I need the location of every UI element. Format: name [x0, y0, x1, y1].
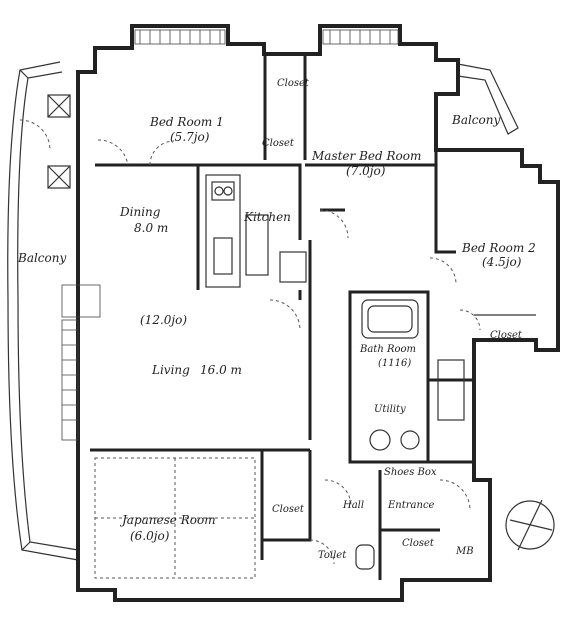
dining-label: Dining — [119, 205, 161, 219]
bedroom2-size: (4.5jo) — [482, 255, 522, 269]
bedroom1-size: (5.7jo) — [170, 130, 210, 144]
closet-label-1: Closet — [277, 78, 310, 89]
shoes-box-label: Shoes Box — [384, 467, 437, 478]
master-bedroom-size: (7.0jo) — [346, 164, 386, 178]
bedroom2-label: Bed Room 2 — [461, 241, 536, 255]
tatami-grid — [94, 457, 256, 579]
japanese-room-label: Japanese Room — [119, 513, 216, 527]
meter-box-label: MB — [455, 546, 474, 557]
closet-label-5: Closet — [402, 538, 435, 549]
dining-size: 8.0 m — [134, 221, 168, 235]
living-label: Living — [151, 363, 190, 377]
toilet-label: Toilet — [318, 550, 347, 561]
bedroom1-label: Bed Room 1 — [149, 115, 224, 129]
balcony-top-right — [457, 63, 519, 135]
closet-label-3: Closet — [490, 330, 523, 341]
balcony-left-label: Balcony — [17, 251, 66, 265]
bath-room-size: (1116) — [378, 358, 411, 369]
door-swings — [19, 119, 481, 565]
windows — [61, 29, 399, 441]
balcony-left — [7, 61, 79, 561]
closet-label-4: Closet — [272, 504, 305, 515]
ac-units — [47, 94, 71, 189]
master-bedroom-label: Master Bed Room — [311, 149, 421, 163]
kitchen-counter — [205, 174, 307, 288]
utility-label: Utility — [374, 404, 406, 415]
balcony-top-right-label: Balcony — [451, 113, 500, 127]
living-size: 16.0 m — [200, 363, 242, 377]
kitchen-label: Kitchen — [243, 210, 291, 224]
compass-icon — [505, 499, 555, 551]
ldk-size: (12.0jo) — [140, 313, 187, 327]
closet-label-2: Closet — [262, 138, 295, 149]
hall-label: Hall — [342, 500, 364, 511]
japanese-room-size: (6.0jo) — [130, 529, 170, 543]
bath-room-label: Bath Room — [359, 344, 416, 355]
entrance-label: Entrance — [387, 500, 435, 511]
bath-fixtures — [355, 299, 465, 570]
